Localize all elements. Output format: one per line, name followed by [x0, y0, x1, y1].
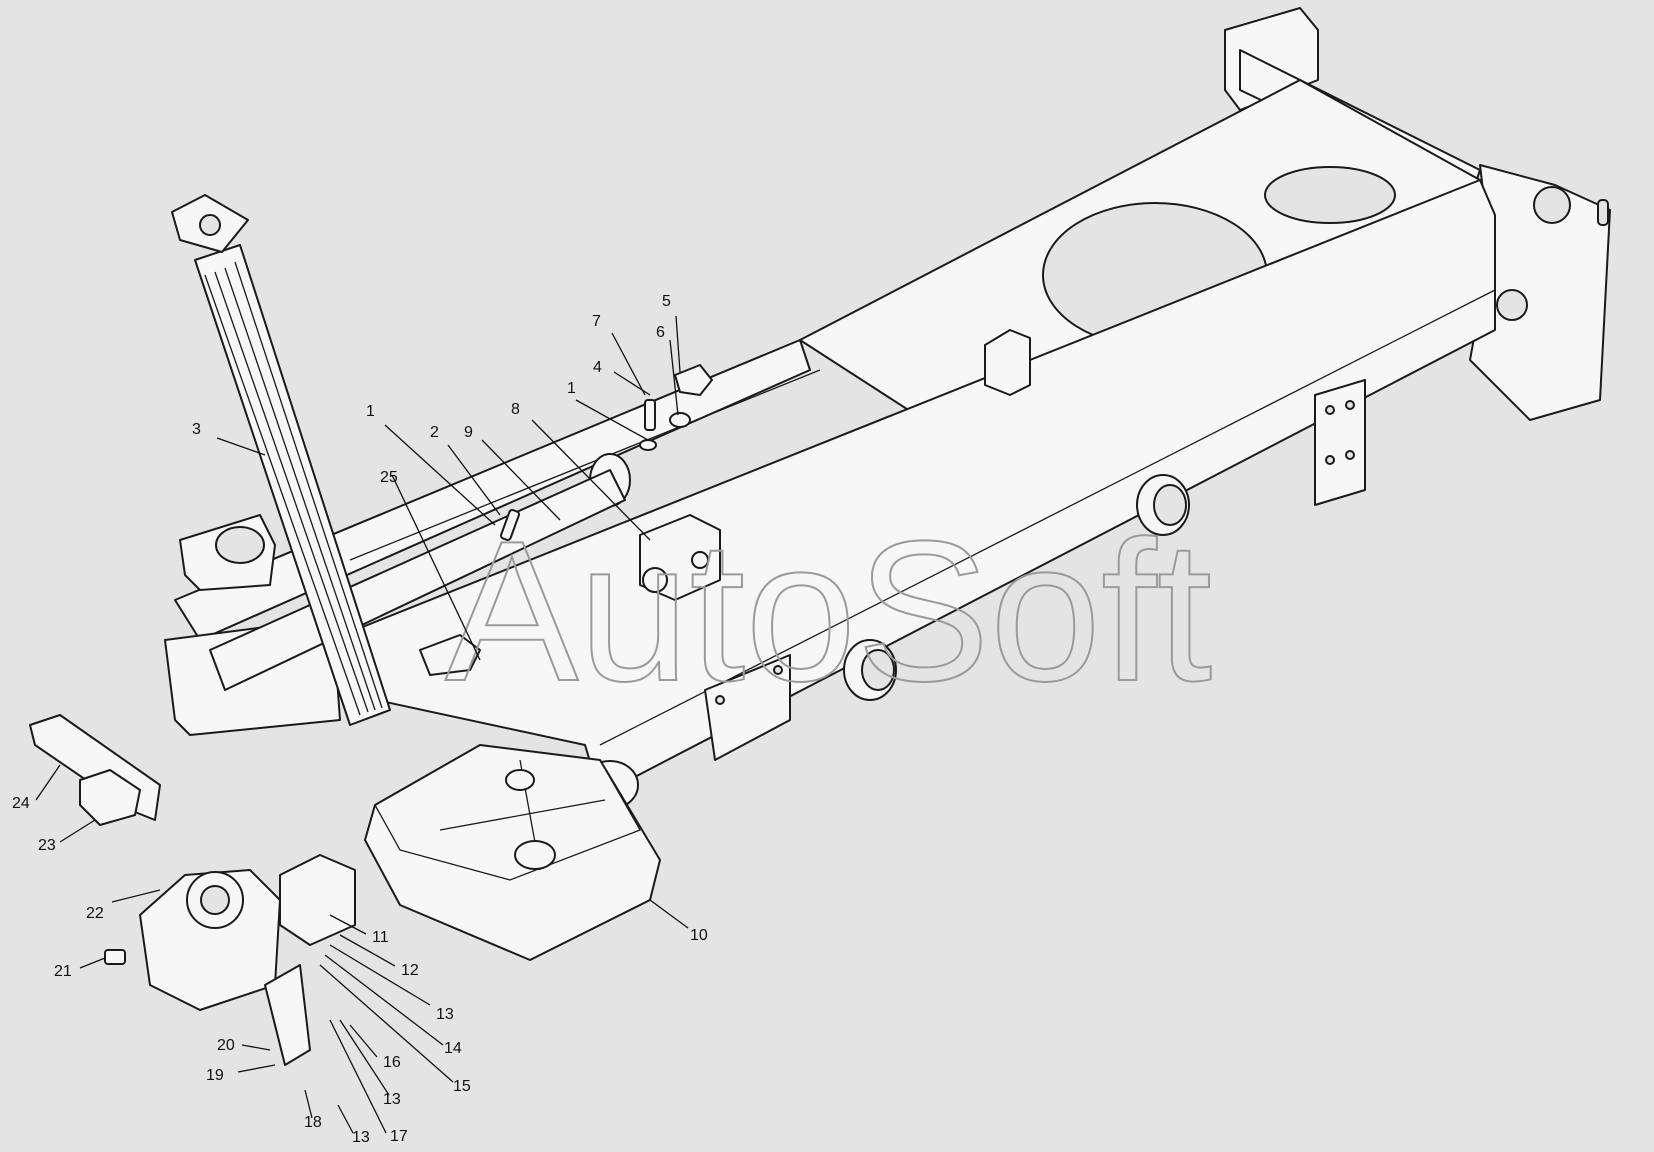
callout-label: 13 [383, 1091, 401, 1108]
callout-label: 20 [217, 1037, 235, 1054]
callout-label: 21 [54, 963, 72, 980]
pipe-fitting [419, 634, 481, 676]
fittings [500, 364, 713, 541]
callout-label: 2 [430, 424, 439, 441]
callout-label: 4 [593, 359, 602, 376]
frame [164, 7, 1611, 810]
callout-label: 1 [567, 380, 576, 397]
callout-label: 13 [436, 1006, 454, 1023]
callout-label: 24 [12, 795, 30, 812]
callout-label: 9 [464, 424, 473, 441]
bracket-assembly [29, 714, 161, 826]
callout-label: 13 [352, 1129, 370, 1146]
callout-label: 19 [206, 1067, 224, 1084]
callout-label: 1 [366, 403, 375, 420]
valve-block [639, 514, 721, 601]
callout-label: 7 [592, 313, 601, 330]
gearbox [104, 854, 356, 1066]
callout-label: 8 [511, 401, 520, 418]
watermark: AutoSoft [445, 500, 1212, 723]
callout-label: 10 [690, 927, 708, 944]
callout-label: 25 [380, 469, 398, 486]
callout-label: 18 [304, 1114, 322, 1131]
leaders [35, 315, 689, 1134]
callout-label: 6 [656, 324, 665, 341]
callout-label: 22 [86, 905, 104, 922]
steering-column [171, 194, 391, 726]
callout-label: 16 [383, 1054, 401, 1071]
callout-label: 11 [372, 929, 389, 946]
callout-label: 12 [401, 962, 419, 979]
callout-labels: 1 1 2 3 4 5 6 7 8 9 10 11 12 13 13 13 14… [12, 293, 708, 1146]
callout-label: 15 [453, 1078, 471, 1095]
callout-label: 5 [662, 293, 671, 310]
callout-label: 14 [444, 1040, 462, 1057]
callout-label: 23 [38, 837, 56, 854]
callout-label: 3 [192, 421, 201, 438]
callout-label: 17 [390, 1128, 408, 1145]
